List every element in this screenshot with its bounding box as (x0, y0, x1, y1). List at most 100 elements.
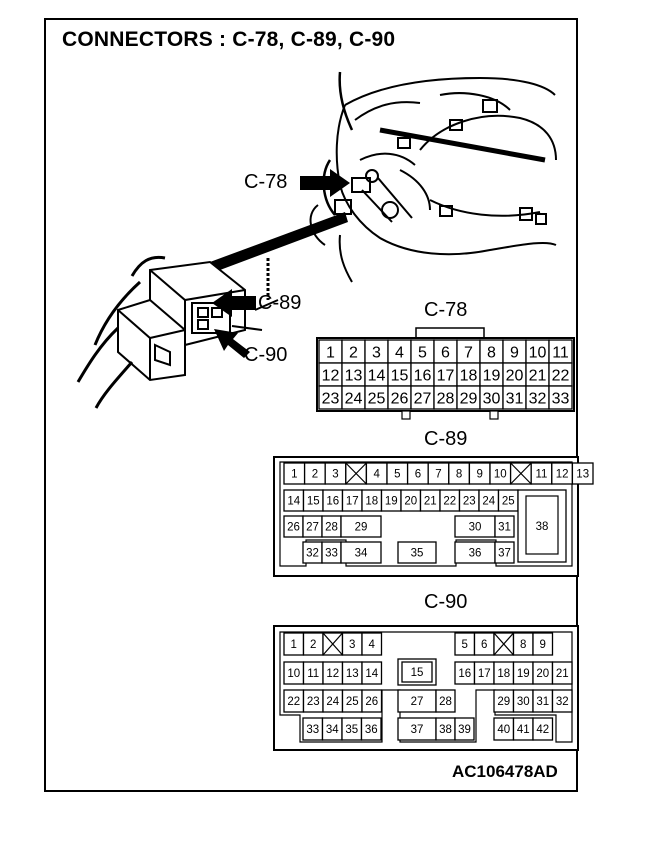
c90-pin-29: 29 (497, 696, 510, 708)
c89-pin-37-box (494, 541, 515, 564)
c78-key (401, 410, 411, 420)
c89-pin-7: 7 (435, 469, 441, 481)
c78-pin-33-box (548, 385, 573, 410)
c89-pin-27: 27 (306, 522, 319, 534)
c89-pin-24: 24 (482, 496, 495, 508)
c90-pin-35: 35 (345, 724, 358, 736)
c90-pin-14: 14 (365, 668, 378, 680)
c89-pin-31: 31 (498, 522, 511, 534)
c90-pin-39: 39 (458, 724, 471, 736)
c78-pin-8: 8 (487, 344, 496, 361)
c78-pin-22: 22 (552, 367, 570, 384)
c89-pin-3: 3 (332, 469, 338, 481)
c90-pin-34: 34 (326, 724, 339, 736)
c90-pin-32-box (551, 689, 573, 713)
c89-pin-13: 13 (576, 469, 589, 481)
c90-pin-41: 41 (517, 724, 530, 736)
c78-pin-15: 15 (391, 367, 409, 384)
c78-key (489, 410, 499, 420)
c90-pin-26: 26 (365, 696, 378, 708)
c78-pin-4: 4 (395, 344, 404, 361)
diagram-frame (44, 18, 578, 792)
c90-pin-32: 32 (556, 696, 569, 708)
c78-pin-28: 28 (437, 390, 455, 407)
c90-title: C-90 (424, 591, 468, 613)
page-title: CONNECTORS : C-78, C-89, C-90 (62, 28, 396, 51)
c90-pin-14-box (361, 661, 383, 685)
c90-pin-20: 20 (536, 668, 549, 680)
c90-pin-21: 21 (556, 668, 569, 680)
c78-pin-12: 12 (322, 367, 340, 384)
c78-pin-1: 1 (326, 344, 335, 361)
c78-pin-27: 27 (414, 390, 432, 407)
c78-pin-2: 2 (349, 344, 358, 361)
c90-pin-39-box (454, 717, 475, 741)
c78-pin-17: 17 (437, 367, 455, 384)
c89-pin-16: 16 (326, 496, 339, 508)
c89-pin-11: 11 (536, 469, 548, 481)
c90-pin-30: 30 (517, 696, 530, 708)
c78-pin-23: 23 (322, 390, 340, 407)
c89-pin-37: 37 (498, 548, 511, 560)
c90-pin-2-1: 2 (310, 639, 316, 651)
c78-pin-3: 3 (372, 344, 381, 361)
c89-pin-38-inner (525, 495, 559, 555)
callout-c78: C-78 (244, 171, 288, 193)
c90-pin-8-8: 8 (520, 639, 526, 651)
c89-title: C-89 (424, 428, 468, 450)
c78-pin-11: 11 (552, 344, 569, 361)
c90-pin-42: 42 (536, 724, 549, 736)
c89-pin-38-label: 38 (536, 521, 549, 533)
c78-pin-10: 10 (529, 344, 547, 361)
c90-pin-21-box (551, 661, 573, 685)
c90-pin-15-box (401, 661, 433, 683)
c89-pin-14: 14 (287, 496, 300, 508)
c78-latch (415, 327, 485, 338)
c90-pin-22: 22 (287, 696, 300, 708)
c90-pin-23: 23 (307, 696, 320, 708)
c89-pin-35-box (397, 541, 437, 564)
c90-pin-15: 15 (411, 667, 424, 679)
c89-pin-31-box (494, 515, 515, 538)
c78-pin-18: 18 (460, 367, 478, 384)
c90-pin-4-4-box (361, 632, 383, 656)
c90-pin-10: 10 (287, 668, 300, 680)
c90-pin-40: 40 (497, 724, 510, 736)
c89-pin-15: 15 (307, 496, 320, 508)
c89-pin-34: 34 (355, 548, 368, 560)
c89-pin-19: 19 (385, 496, 398, 508)
c78-pin-21: 21 (529, 367, 547, 384)
c90-pin-17: 17 (478, 668, 491, 680)
c89-pin-21: 21 (424, 496, 437, 508)
c89-pin-1: 1 (291, 469, 297, 481)
c90-pin-9-9-box (532, 632, 554, 656)
c90-pin-X-7-blank (493, 632, 514, 656)
c78-pin-5: 5 (418, 344, 427, 361)
c78-pin-19: 19 (483, 367, 501, 384)
c78-pin-31: 31 (506, 390, 524, 407)
c78-pin-14: 14 (368, 367, 386, 384)
c89-pin-35: 35 (411, 548, 424, 560)
c90-pin-11: 11 (307, 668, 319, 680)
c90-pin-42-box (532, 717, 554, 741)
c90-pin-5-5: 5 (462, 639, 468, 651)
c90-pin-6-6: 6 (481, 639, 487, 651)
callout-c89: C-89 (258, 292, 302, 314)
c89-pin-29: 29 (355, 522, 368, 534)
c89-pin-12: 12 (556, 469, 569, 481)
c90-pin-33: 33 (306, 724, 319, 736)
c89-pin-18: 18 (365, 496, 378, 508)
c90-pin-1-0: 1 (291, 639, 297, 651)
c90-pin-24: 24 (326, 696, 339, 708)
c78-pin-20: 20 (506, 367, 524, 384)
c90-pin-4-4: 4 (369, 639, 376, 651)
c78-pin-26: 26 (391, 390, 409, 407)
c78-pin-9: 9 (510, 344, 519, 361)
c89-pin-36: 36 (469, 548, 482, 560)
c90-pin-36-box (360, 717, 382, 741)
callout-c90: C-90 (244, 344, 288, 366)
c89-pin-13-box (571, 462, 594, 485)
c89-pin-32: 32 (306, 548, 319, 560)
